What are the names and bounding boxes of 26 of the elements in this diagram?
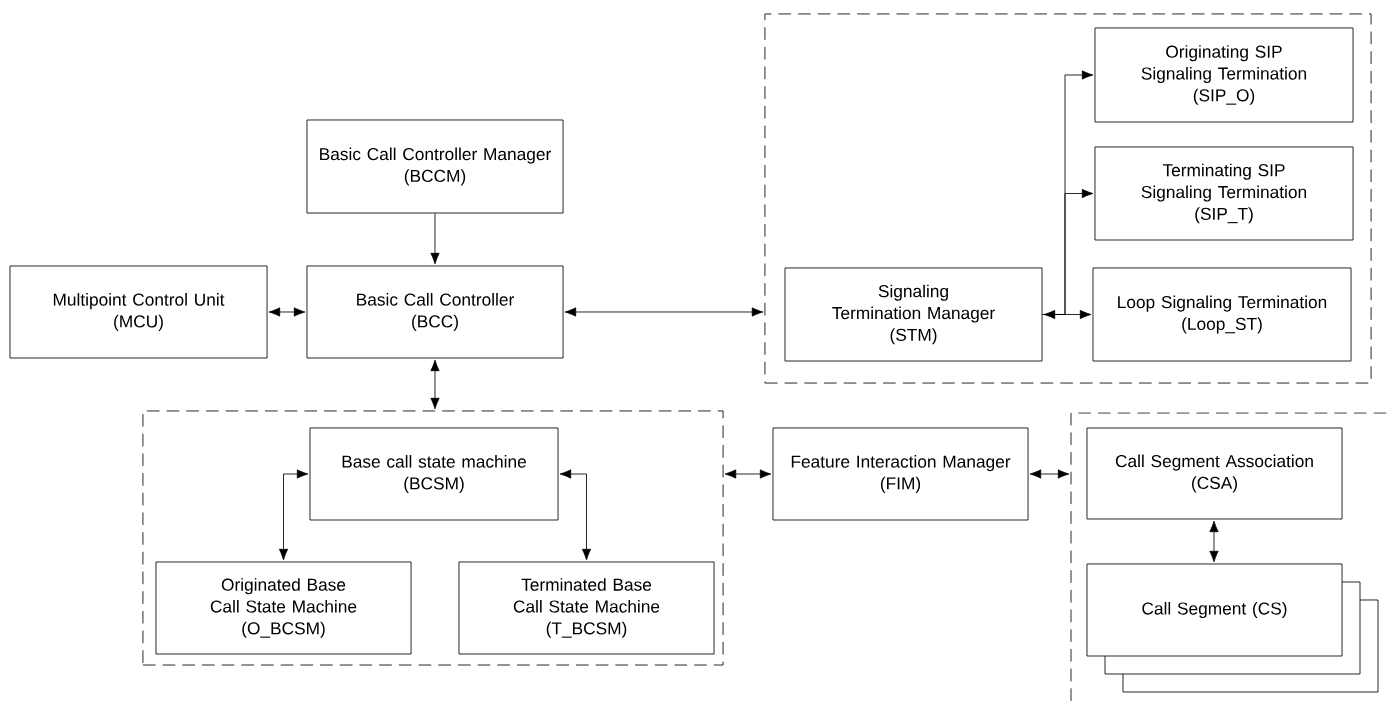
arrow bbox=[1043, 309, 1092, 320]
process-box: Feature Interaction Manager (FIM) bbox=[772, 427, 1029, 521]
arrow bbox=[268, 307, 306, 317]
arrow bbox=[559, 469, 592, 561]
process-box: Loop Signaling Termination (Loop_ST) bbox=[1092, 267, 1352, 362]
arrow bbox=[1209, 520, 1219, 563]
process-box: Call Segment Association (CSA) bbox=[1086, 427, 1343, 520]
stacked-box: Call Segment (CS) bbox=[1086, 563, 1379, 693]
arrow bbox=[278, 469, 309, 561]
arrow bbox=[430, 359, 440, 410]
arrow bbox=[1029, 469, 1070, 479]
process-box: Terminating SIP Signaling Termination (SIP_T) bbox=[1094, 146, 1354, 241]
process-box: Basic Call Controller Manager (BCCM) bbox=[306, 119, 564, 214]
dashed-group bbox=[764, 13, 1372, 384]
process-box: Signaling Termination Manager (STM) bbox=[784, 267, 1043, 362]
arrow bbox=[724, 469, 772, 479]
process-box: Basic Call Controller (BCC) bbox=[306, 265, 564, 359]
process-box: Terminated Base Call State Machine (T_BCSM) bbox=[458, 561, 715, 655]
process-box: Multipoint Control Unit (MCU) bbox=[9, 265, 268, 359]
process-box: Originated Base Call State Machine (O_BCSM) bbox=[155, 561, 412, 655]
dashed-group bbox=[1070, 412, 1388, 701]
dashed-group bbox=[142, 410, 724, 666]
process-box: Base call state machine (BCSM) bbox=[309, 427, 559, 521]
process-box: Originating SIP Signaling Termination (SIP_O) bbox=[1094, 27, 1354, 123]
arrow bbox=[430, 213, 440, 265]
arrow bbox=[564, 307, 764, 317]
